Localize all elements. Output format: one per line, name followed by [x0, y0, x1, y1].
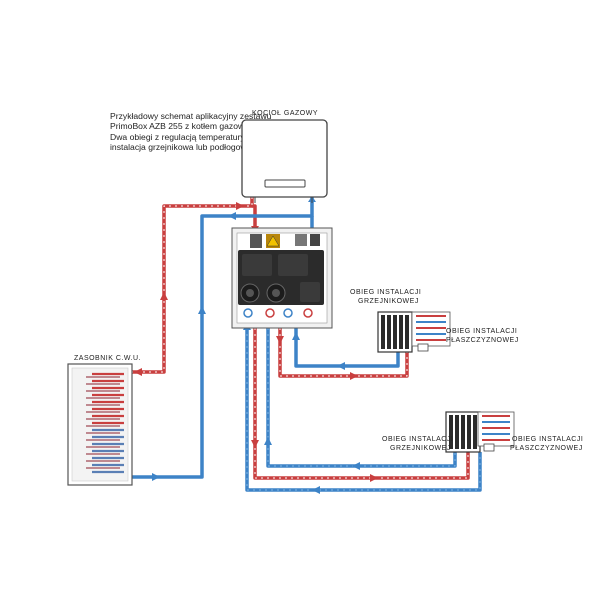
circuit2-floor-label: PŁASZCZYZNOWEJ [510, 445, 583, 452]
circuit1-floor-label: OBIEG INSTALACJI [446, 328, 517, 335]
return-pipe-tank [132, 197, 314, 479]
supply-pipe-boiler-module [252, 204, 257, 232]
circuit1-radiator-label: OBIEG INSTALACJI [350, 289, 421, 296]
circuit2-floor-label: OBIEG INSTALACJI [512, 436, 583, 443]
gas-boiler-icon [241, 119, 328, 203]
return-pipe-circuit1 [294, 322, 400, 368]
circuit1-radiator-label: GRZEJNIKOWEJ [358, 298, 419, 305]
underfloor-coil-icon [477, 411, 515, 452]
diagram-description: Przykładowy schemat aplikacyjny zestawu … [110, 111, 350, 153]
circuit2-radiator-label: OBIEG INSTALACJI [382, 436, 453, 443]
description-line: PrimoBox AZB 255 z kotłem gazowym. [110, 121, 259, 132]
underfloor-coil-icon [411, 311, 451, 352]
description-line: Przykładowy schemat aplikacyjny zestawu [110, 111, 272, 121]
description-line: Dwa obiegi z regulacją temperatury zasil… [110, 131, 283, 142]
hot-water-tank-icon [67, 363, 133, 486]
primobox-module-icon [231, 227, 333, 329]
radiator-icon [445, 411, 481, 453]
circuit2-radiator-label: GRZEJNIKOWEJ [390, 445, 451, 452]
description-line: instalacja grzejnikowa lub podłogowa. [110, 142, 254, 153]
boiler-label: KOCIOŁ GAZOWY [252, 110, 318, 117]
tank-coil [86, 372, 124, 474]
radiator-icon [377, 311, 413, 353]
circuit1-floor-label: PŁASZCZYZNOWEJ [446, 337, 519, 344]
tank-label: ZASOBNIK C.W.U. [74, 355, 141, 362]
